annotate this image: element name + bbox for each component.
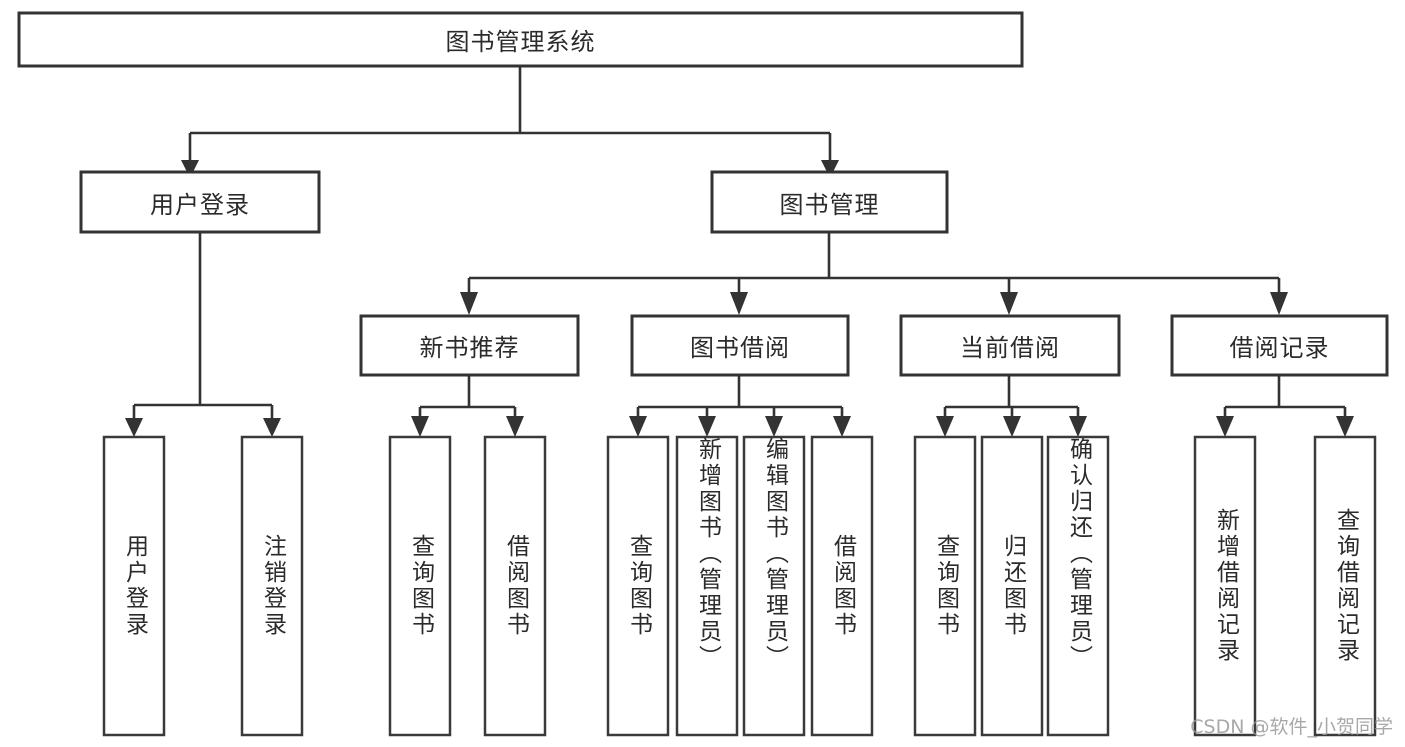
- leaf-box-current-borrow-1[interactable]: [913, 435, 977, 737]
- arrowhead-leaf-logout: [263, 418, 281, 437]
- leaf-box-borrow-record-2[interactable]: [1313, 435, 1377, 737]
- arrowhead-br-leaf2: [1336, 416, 1354, 437]
- leaf-box-current-borrow-2[interactable]: [980, 435, 1044, 737]
- edge-userlogin-to-leaves: [132, 232, 274, 421]
- arrowhead-book-borrow: [730, 292, 748, 315]
- arrowhead-bb-leaf4: [833, 416, 851, 437]
- arrowhead-bb-leaf2: [698, 416, 716, 437]
- edge-borrowrecord-to-leaves: [1223, 375, 1347, 421]
- arrowhead-user-login: [181, 160, 199, 178]
- edge-currentborrow-to-leaves: [943, 375, 1080, 421]
- arrowhead-leaf-user-login: [125, 418, 143, 437]
- arrowhead-new-book: [460, 292, 478, 315]
- arrowhead-nb-leaf1: [411, 416, 429, 437]
- arrowhead-bb-leaf3: [765, 416, 783, 437]
- leaf-box-book-borrow-1[interactable]: [606, 435, 670, 737]
- arrowhead-borrow-record: [1270, 292, 1288, 315]
- leaf-box-book-borrow-2[interactable]: [675, 435, 739, 737]
- edge-bookmgmt-to-groups: [467, 232, 1281, 296]
- node-user-login-box[interactable]: [79, 170, 321, 234]
- leaf-box-current-borrow-3[interactable]: [1046, 435, 1110, 737]
- edge-newbook-to-leaves: [418, 375, 517, 421]
- node-boxes: [17, 11, 1389, 737]
- edge-bookborrow-to-leaves: [636, 375, 844, 421]
- leaf-box-book-borrow-3[interactable]: [742, 435, 806, 737]
- arrowhead-cb-leaf3: [1069, 416, 1087, 437]
- leaf-box-new-book-1[interactable]: [388, 435, 452, 737]
- connectors: [125, 66, 1354, 437]
- leaf-box-new-book-2[interactable]: [483, 435, 547, 737]
- arrowhead-bb-leaf1: [629, 416, 647, 437]
- leaf-box-book-borrow-4[interactable]: [810, 435, 874, 737]
- node-borrow-record-box[interactable]: [1170, 314, 1389, 377]
- leaf-box-borrow-record-1[interactable]: [1193, 435, 1257, 737]
- arrowhead-book-mgmt: [821, 160, 839, 178]
- node-book-borrow-box[interactable]: [630, 314, 850, 377]
- arrowhead-cb-leaf2: [1003, 416, 1021, 437]
- leaf-box-user-login-1[interactable]: [102, 435, 166, 737]
- leaf-box-user-login-2[interactable]: [240, 435, 304, 737]
- arrowhead-current-borrow: [1000, 292, 1018, 315]
- arrowhead-nb-leaf2: [506, 416, 524, 437]
- arrowhead-br-leaf1: [1216, 416, 1234, 437]
- arrowhead-cb-leaf1: [936, 416, 954, 437]
- node-root-box[interactable]: [17, 11, 1024, 68]
- node-new-book-box[interactable]: [359, 314, 580, 377]
- node-current-borrow-box[interactable]: [899, 314, 1121, 377]
- edge-root-to-level2: [188, 66, 832, 160]
- node-book-management-box[interactable]: [710, 170, 949, 234]
